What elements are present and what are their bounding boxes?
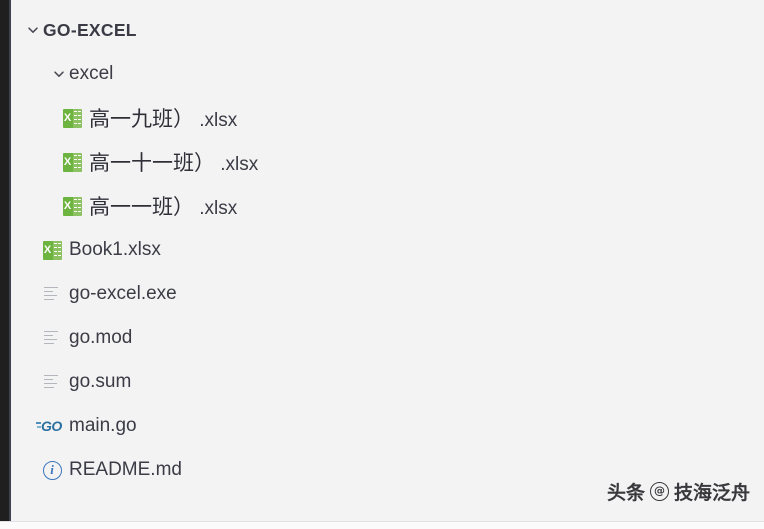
list-item[interactable]: go.sum bbox=[39, 366, 131, 398]
list-item[interactable]: 高一九班） .xlsx bbox=[59, 102, 237, 134]
file-label: main.go bbox=[69, 415, 137, 436]
file-label: go.mod bbox=[69, 327, 133, 348]
info-file-icon: i bbox=[39, 459, 65, 481]
watermark: 头条 @ 技海泛舟 bbox=[607, 478, 750, 505]
watermark-handle: 技海泛舟 bbox=[673, 482, 750, 504]
plain-file-icon bbox=[39, 283, 65, 305]
folder-row-excel[interactable]: excel bbox=[49, 58, 113, 90]
explorer-root-row[interactable]: GO-EXCEL bbox=[23, 14, 137, 46]
file-label: Book1.xlsx bbox=[69, 239, 161, 260]
excel-file-icon bbox=[59, 107, 85, 129]
excel-file-icon bbox=[59, 195, 85, 217]
plain-file-icon bbox=[39, 371, 65, 393]
at-icon: @ bbox=[649, 482, 669, 501]
editor-gutter-strip bbox=[0, 0, 9, 521]
watermark-prefix: 头条 bbox=[606, 482, 645, 504]
plain-file-icon bbox=[39, 327, 65, 349]
file-label: 高一一班） .xlsx bbox=[89, 195, 238, 219]
list-item[interactable]: 高一十一班） .xlsx bbox=[59, 146, 258, 178]
folder-label-excel: excel bbox=[69, 63, 114, 84]
panel-divider bbox=[9, 0, 11, 521]
list-item[interactable]: i README.md bbox=[39, 454, 182, 486]
file-label: go.sum bbox=[69, 371, 132, 392]
file-label: go-excel.exe bbox=[69, 283, 177, 304]
list-item[interactable]: GO main.go bbox=[33, 410, 137, 442]
file-label: 高一九班） .xlsx bbox=[89, 107, 238, 131]
list-item[interactable]: Book1.xlsx bbox=[39, 234, 161, 266]
file-label: 高一十一班） .xlsx bbox=[89, 151, 259, 175]
file-explorer-panel: GO-EXCEL excel bbox=[11, 0, 764, 521]
list-item[interactable]: 高一一班） .xlsx bbox=[59, 190, 237, 222]
go-file-icon: GO bbox=[33, 415, 65, 437]
chevron-down-icon[interactable] bbox=[23, 20, 43, 40]
explorer-root-label: GO-EXCEL bbox=[43, 19, 137, 40]
file-label: README.md bbox=[69, 459, 182, 480]
chevron-down-icon[interactable] bbox=[49, 64, 69, 84]
excel-file-icon bbox=[59, 151, 85, 173]
window-bottom-edge bbox=[0, 521, 764, 529]
excel-file-icon bbox=[39, 239, 65, 261]
list-item[interactable]: go.mod bbox=[39, 322, 132, 354]
list-item[interactable]: go-excel.exe bbox=[39, 278, 177, 310]
